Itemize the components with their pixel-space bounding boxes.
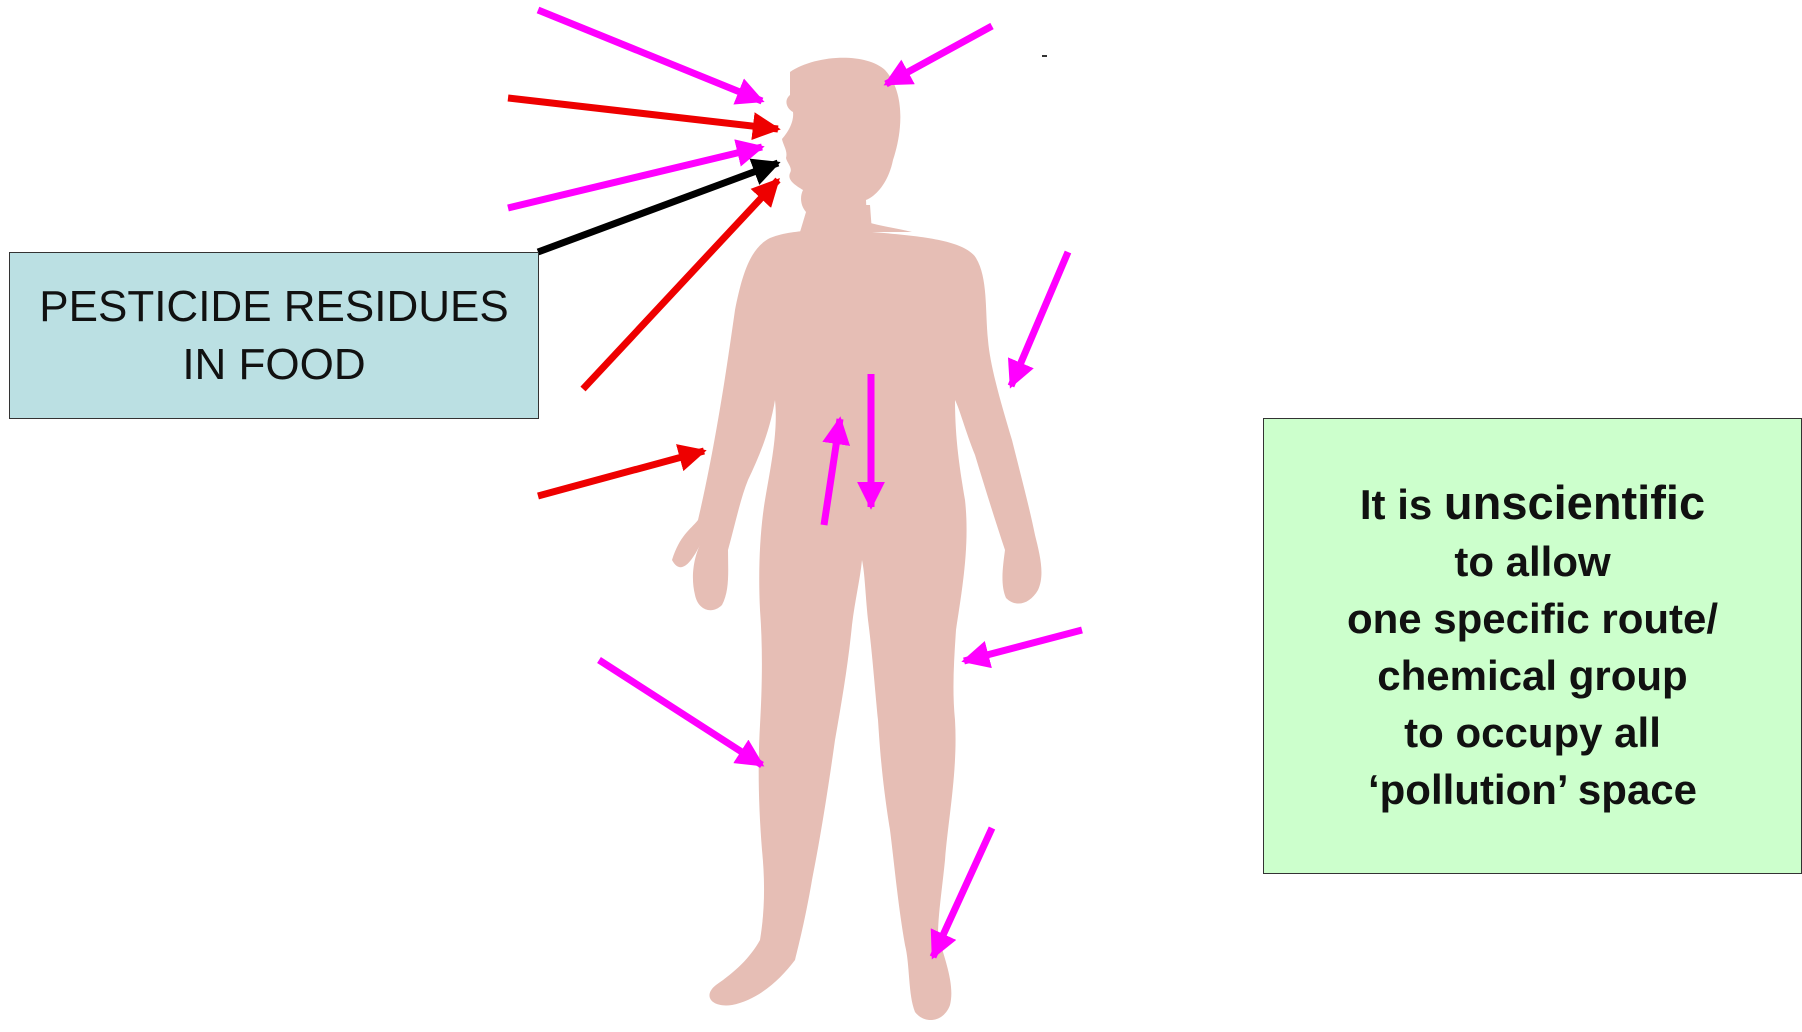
arrow-mouth bbox=[508, 147, 762, 208]
statement-emphasis-word: unscientific bbox=[1444, 476, 1705, 529]
statement-line6: ‘pollution’ space bbox=[1368, 761, 1697, 818]
arrow-right-arm bbox=[1011, 252, 1068, 386]
arrow-left-hand bbox=[538, 451, 704, 496]
arrow-food-to-mouth bbox=[538, 163, 778, 252]
human-silhouette bbox=[672, 58, 1041, 1020]
statement-line2: to allow bbox=[1454, 533, 1610, 590]
pesticide-label-text: PESTICIDE RESIDUES IN FOOD bbox=[39, 278, 508, 394]
pesticide-residues-label: PESTICIDE RESIDUES IN FOOD bbox=[9, 252, 539, 419]
pesticide-label-line1: PESTICIDE RESIDUES bbox=[39, 278, 508, 336]
arrow-nose bbox=[508, 98, 778, 129]
statement-line5: to occupy all bbox=[1404, 704, 1661, 761]
statement-line1: It is unscientific bbox=[1360, 474, 1705, 533]
arrow-head-top-left bbox=[538, 10, 762, 101]
arrow-left-knee bbox=[599, 660, 762, 765]
statement-line1-prefix: It is bbox=[1360, 481, 1444, 528]
pesticide-label-line2: IN FOOD bbox=[39, 336, 508, 394]
statement-callout: It is unscientific to allow one specific… bbox=[1263, 418, 1802, 874]
statement-line4: chemical group bbox=[1377, 647, 1687, 704]
arrow-right-knee bbox=[964, 630, 1082, 661]
arrow-head-top-right bbox=[886, 26, 992, 84]
statement-line3: one specific route/ bbox=[1347, 590, 1718, 647]
